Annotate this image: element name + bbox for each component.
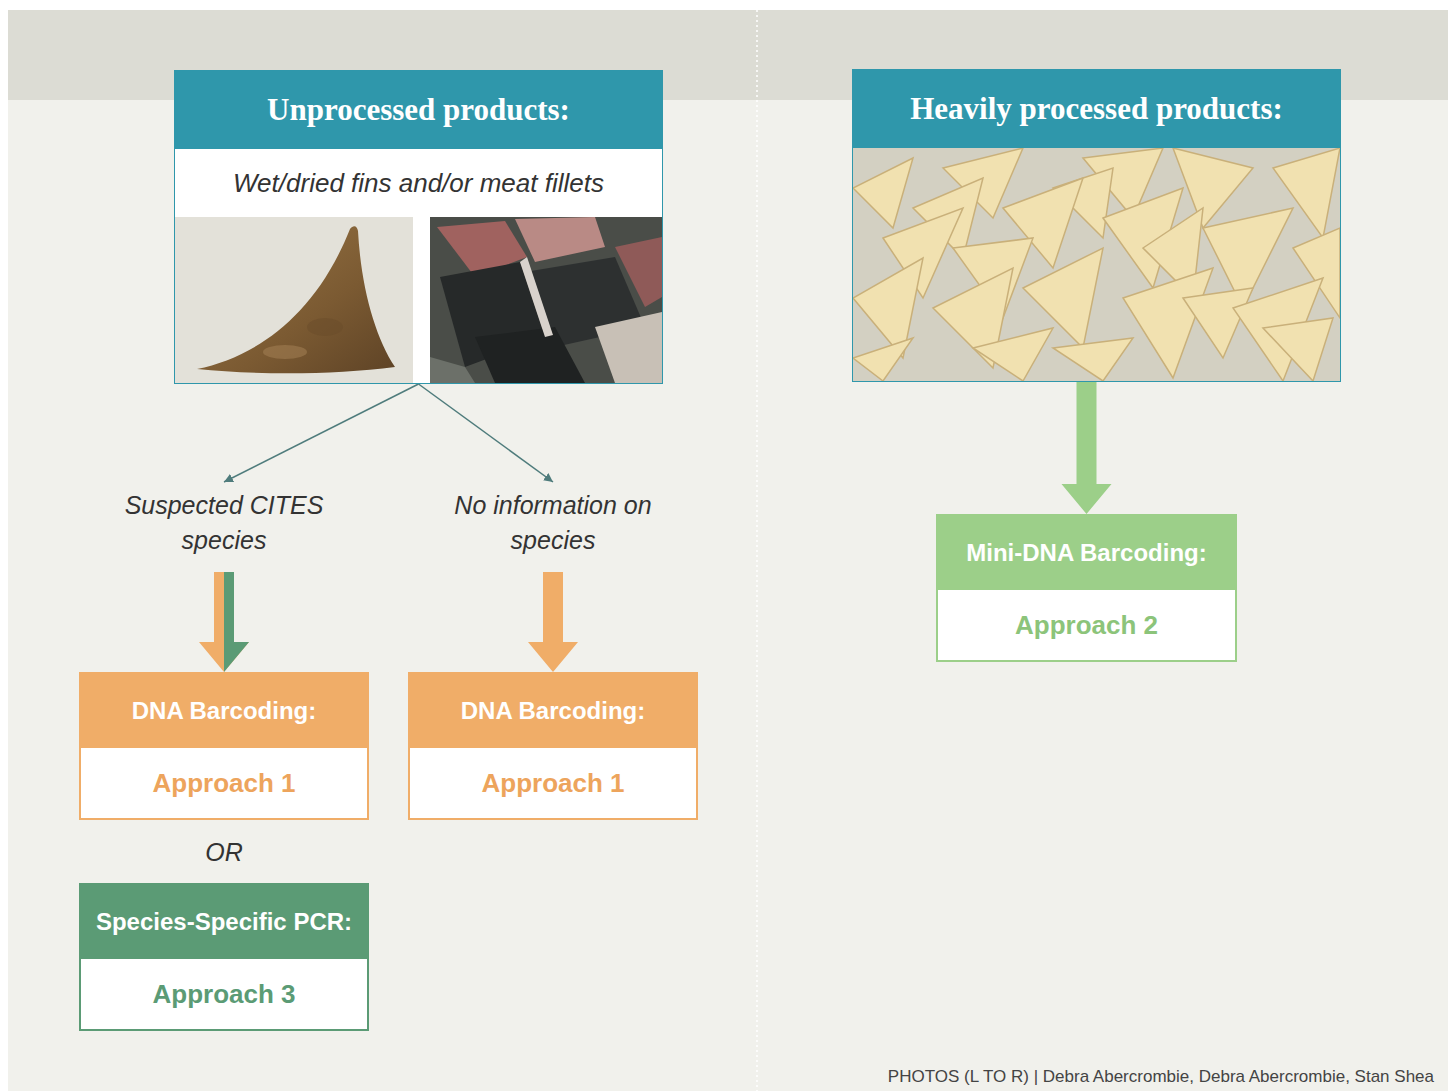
pointer-arrow (419, 384, 554, 482)
photo-ground (853, 148, 1340, 381)
connector-word: OR (79, 835, 369, 869)
fin-mark (263, 345, 307, 359)
method-box: Species-Specific PCR:Approach 3 (79, 883, 369, 1031)
method-box: Mini-DNA Barcoding:Approach 2 (936, 514, 1237, 662)
pointer-line (419, 384, 554, 482)
node-body: Wet/dried fins and/or meat fillets (175, 149, 662, 217)
photo-gap (413, 217, 430, 383)
fillet-skin (520, 257, 553, 337)
fillet (515, 217, 605, 262)
node-heading: Species-Specific PCR: (81, 885, 367, 959)
node-heading: DNA Barcoding: (81, 674, 367, 748)
condition-text: No information on species (428, 482, 678, 572)
pointer-arrow (224, 384, 419, 482)
photo-area (175, 217, 662, 383)
photo-pair (175, 217, 662, 383)
product-box: Unprocessed products:Wet/dried fins and/… (174, 70, 663, 384)
column-divider (756, 10, 758, 1091)
processed-fins-photo (853, 148, 1340, 381)
node-body: Approach 2 (938, 590, 1235, 660)
photo-area (853, 148, 1340, 381)
node-heading: Heavily processed products: (853, 70, 1340, 148)
fillet (595, 312, 662, 383)
node-heading: DNA Barcoding: (410, 674, 696, 748)
flow-arrow (1062, 382, 1112, 514)
fillet (430, 357, 475, 383)
arrow-body (199, 572, 249, 672)
arrow-body (224, 572, 249, 672)
node-heading: No information on species (428, 482, 678, 572)
arrow-body (528, 572, 578, 672)
node-heading: Unprocessed products: (175, 71, 662, 149)
node-heading: Mini-DNA Barcoding: (938, 516, 1235, 590)
method-box: DNA Barcoding:Approach 1 (79, 672, 369, 820)
fillet-photo-ground (430, 217, 662, 383)
photo-credit: PHOTOS (L TO R) | Debra Abercrombie, Deb… (888, 1066, 1434, 1088)
fillet (615, 237, 662, 307)
condition-text: Suspected CITES species (99, 482, 349, 572)
node-body: Approach 1 (410, 748, 696, 818)
fin-pile (853, 148, 1340, 381)
page-ground (8, 10, 1448, 1091)
fin-photo-ground (175, 217, 413, 383)
arrow-body (1062, 382, 1112, 514)
flow-arrow (199, 572, 249, 672)
node-body: Approach 1 (81, 748, 367, 818)
fin-mark (307, 318, 343, 336)
flow-arrow (528, 572, 578, 672)
node-heading: Suspected CITES species (99, 482, 349, 572)
dried-fin (197, 226, 395, 373)
fillet (475, 327, 585, 383)
product-box: Heavily processed products: (852, 69, 1341, 382)
method-box: DNA Barcoding:Approach 1 (408, 672, 698, 820)
pointer-line (224, 384, 419, 482)
node-body: Approach 3 (81, 959, 367, 1029)
